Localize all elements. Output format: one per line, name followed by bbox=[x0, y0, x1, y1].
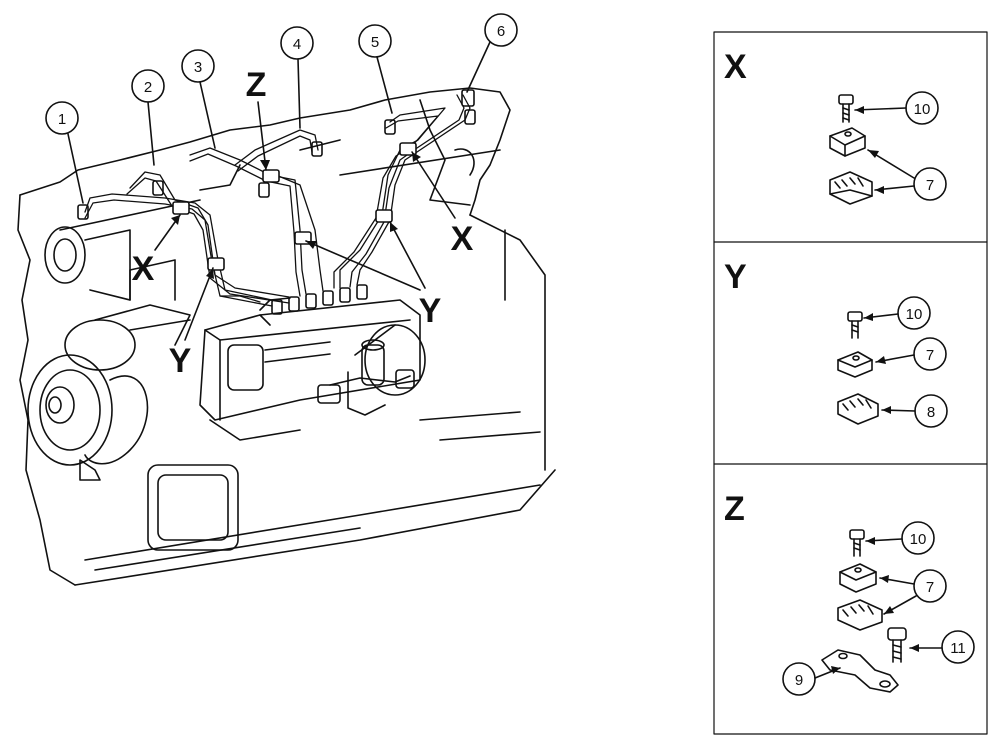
panel-x: X 10 7 bbox=[724, 48, 947, 205]
callout-1: 1 bbox=[45, 101, 84, 204]
panel-z-callout-11: 11 bbox=[950, 640, 966, 657]
injector-lines bbox=[84, 94, 471, 307]
callout-4-label: 4 bbox=[293, 36, 301, 53]
callout-1-label: 1 bbox=[58, 111, 66, 128]
callout-3-label: 3 bbox=[194, 59, 202, 76]
panel-x-callout-10: 10 bbox=[914, 101, 931, 118]
label-y-right-text: Y bbox=[419, 292, 442, 330]
panel-y-callout-10: 10 bbox=[906, 306, 923, 323]
panel-x-callout-7: 7 bbox=[926, 177, 934, 194]
panel-z: Z 10 7 11 9 bbox=[724, 490, 975, 696]
label-y-left: Y bbox=[169, 267, 214, 380]
engine-block bbox=[17, 87, 556, 586]
line-clamps bbox=[172, 142, 417, 271]
injector-fittings bbox=[77, 89, 476, 220]
callout-2-label: 2 bbox=[144, 79, 152, 96]
callout-5-label: 5 bbox=[371, 34, 379, 51]
panel-y-callout-7: 7 bbox=[926, 347, 934, 364]
panel-z-callout-10: 10 bbox=[910, 531, 927, 548]
panel-y: Y 10 7 8 bbox=[724, 258, 948, 428]
callout-4: 4 bbox=[280, 26, 314, 129]
label-x-left-text: X bbox=[132, 250, 155, 288]
panel-y-callout-8: 8 bbox=[927, 404, 935, 421]
label-z-main: Z bbox=[246, 66, 270, 171]
callout-5: 5 bbox=[358, 24, 393, 114]
label-x-left: X bbox=[132, 214, 181, 288]
callout-6: 6 bbox=[466, 13, 518, 93]
label-x-right-text: X bbox=[451, 220, 474, 258]
detail-panels-frame bbox=[713, 31, 988, 735]
callout-2: 2 bbox=[131, 69, 165, 166]
injection-pump bbox=[199, 297, 426, 441]
panel-z-callout-9: 9 bbox=[795, 672, 803, 689]
callout-3: 3 bbox=[181, 49, 216, 149]
panel-x-title: X bbox=[724, 48, 747, 86]
label-x-right: X bbox=[411, 151, 474, 258]
pump-outlets bbox=[271, 284, 368, 315]
callout-6-label: 6 bbox=[497, 23, 505, 40]
label-y-right: Y bbox=[305, 221, 442, 330]
panel-y-title: Y bbox=[724, 258, 747, 296]
label-z-main-text: Z bbox=[246, 66, 267, 104]
panel-z-callout-7: 7 bbox=[926, 579, 934, 596]
panel-z-title: Z bbox=[724, 490, 745, 528]
label-y-left-text: Y bbox=[169, 342, 192, 380]
